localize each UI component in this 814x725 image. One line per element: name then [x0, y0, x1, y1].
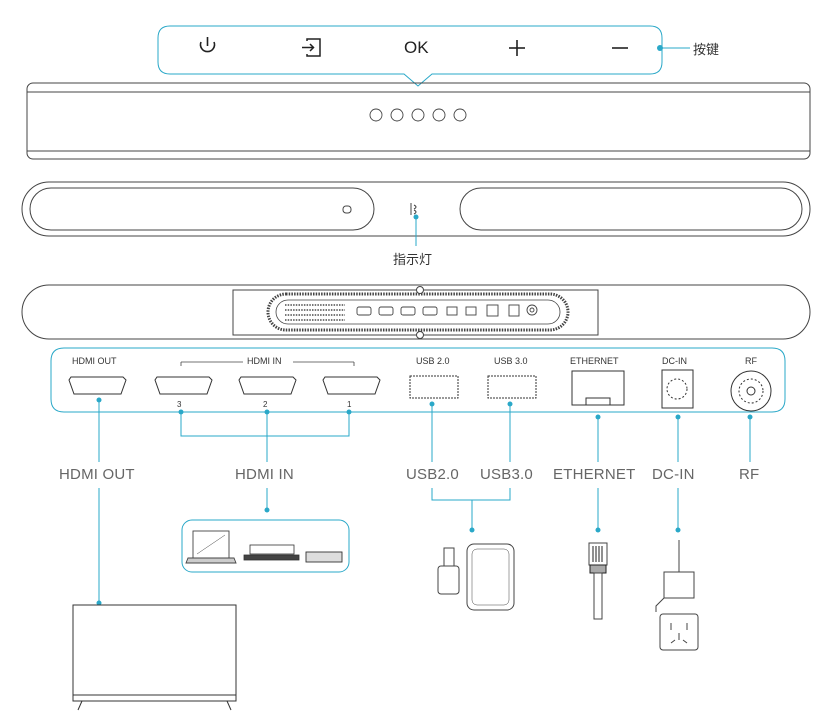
port-label-rf: RF: [745, 356, 757, 366]
set-top-box-icon: [243, 544, 300, 561]
power-icon: [199, 37, 216, 53]
usb-flash-drive-icon: [437, 547, 460, 595]
connection-label-usb30: USB3.0: [480, 466, 533, 483]
connection-label-rf: RF: [739, 466, 760, 483]
hdmi-in-number-3: 3: [177, 400, 182, 409]
port-label-ethernet: ETHERNET: [570, 356, 619, 366]
laptop-icon: [185, 530, 237, 564]
plus-icon: [509, 40, 525, 56]
buttons-callout-label: 按键: [693, 42, 720, 57]
button-callout-panel: [157, 25, 663, 87]
hdmi-out-port: [68, 376, 127, 395]
rf-port: [730, 370, 772, 412]
connection-label-hdmi-out: HDMI OUT: [59, 466, 135, 483]
button-callout-dot: [657, 45, 663, 51]
rear-vent-grille: [285, 304, 345, 321]
rear-ports-miniature: [356, 304, 538, 317]
hdmi-sources-panel: [181, 519, 350, 573]
connection-label-ethernet: ETHERNET: [553, 466, 636, 483]
connection-label-usb20: USB2.0: [406, 466, 459, 483]
usb-ports: [409, 375, 537, 399]
hdmi-ports: [68, 376, 381, 395]
hdmi-in-port-3: [154, 376, 213, 395]
source-input-icon: [302, 38, 321, 57]
hdmi-in-number-1: 1: [347, 400, 352, 409]
tv-monitor-icon: [72, 604, 237, 711]
ok-button-label: OK: [404, 38, 429, 57]
media-player-icon: [305, 551, 343, 563]
connection-label-hdmi-in: HDMI IN: [235, 466, 294, 483]
port-label-hdmi-in: HDMI IN: [247, 356, 282, 366]
power-adapter-icon: [655, 540, 695, 612]
connector-lines: [98, 400, 751, 603]
ethernet-port: [571, 370, 625, 406]
port-callout-panel: [50, 347, 786, 413]
connection-label-dcin: DC-IN: [652, 466, 695, 483]
top-buttons-row: [369, 108, 467, 122]
rj45-cable-icon: [588, 542, 608, 620]
indicator-callout-dot: [413, 214, 419, 220]
port-label-hdmi-out: HDMI OUT: [72, 356, 117, 366]
hdmi-in-port-1: [322, 376, 381, 395]
hdmi-in-bracket: [180, 361, 355, 366]
indicator-callout-label: 指示灯: [393, 252, 433, 267]
wall-socket-icon: [659, 613, 699, 651]
soundbar-rear-view: [21, 284, 811, 340]
port-label-usb30: USB 3.0: [494, 356, 528, 366]
external-hard-drive-icon: [466, 543, 515, 611]
hdmi-in-port-2: [238, 376, 297, 395]
soundbar-top-view: [26, 82, 811, 160]
port-label-usb20: USB 2.0: [416, 356, 450, 366]
port-label-dcin: DC-IN: [662, 356, 687, 366]
hdmi-in-number-2: 2: [263, 400, 268, 409]
connector-dots: [96, 397, 753, 606]
dcin-port: [661, 369, 694, 409]
usb20-port: [409, 375, 459, 399]
usb30-port: [487, 375, 537, 399]
indicator-light-icon: [410, 203, 417, 215]
